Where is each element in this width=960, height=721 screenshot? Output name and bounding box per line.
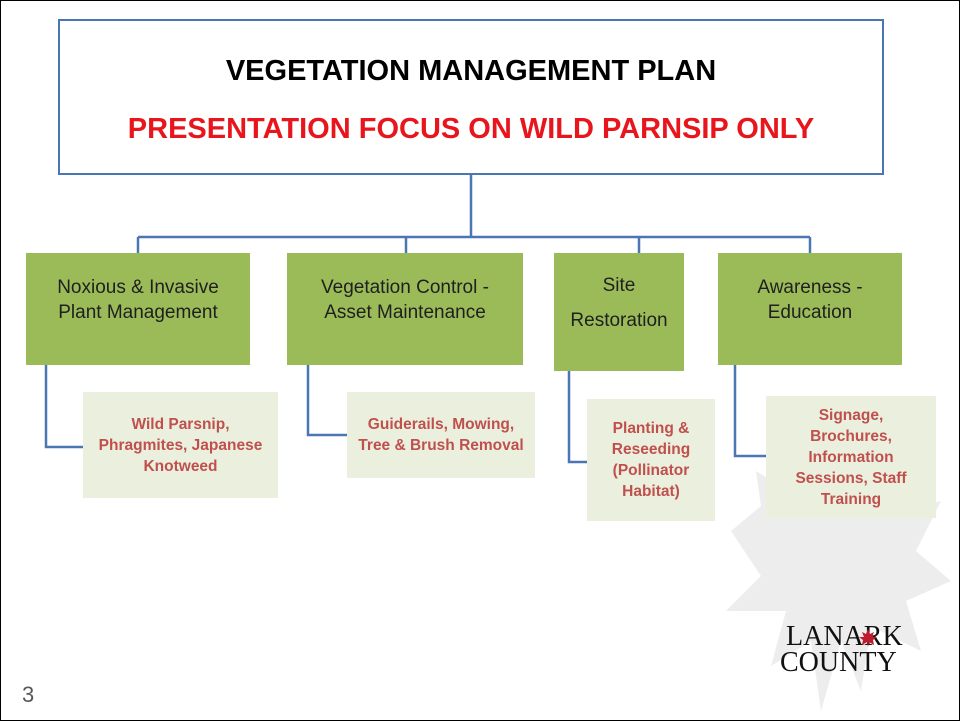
page-number: 3 [22,682,35,707]
title-box: VEGETATION MANAGEMENT PLAN PRESENTATION … [58,19,884,175]
presentation-focus-note: PRESENTATION FOCUS ON WILD PARNSIP ONLY [127,113,815,145]
logo-lanark: LANARK [786,621,903,652]
detail-site-restoration: Planting & Reseeding (Pollinator Habitat… [587,399,715,521]
branch-vegetation-control: Vegetation Control - Asset Maintenance [287,253,523,365]
detail-vegetation-control: Guiderails, Mowing, Tree & Brush Removal [347,392,535,478]
detail-noxious-invasive: Wild Parsnip, Phragmites, Japanese Knotw… [83,392,278,498]
maple-leaf-logo-icon [859,629,877,647]
detail-awareness-education: Signage, Brochures, Information Sessions… [766,396,936,518]
branch-site-restoration: Site Restoration [554,253,684,371]
page-title: VEGETATION MANAGEMENT PLAN [225,55,717,87]
logo-county: COUNTY [780,647,897,678]
branch-awareness-education: Awareness - Education [718,253,902,365]
branch-noxious-invasive: Noxious & Invasive Plant Management [26,253,250,365]
